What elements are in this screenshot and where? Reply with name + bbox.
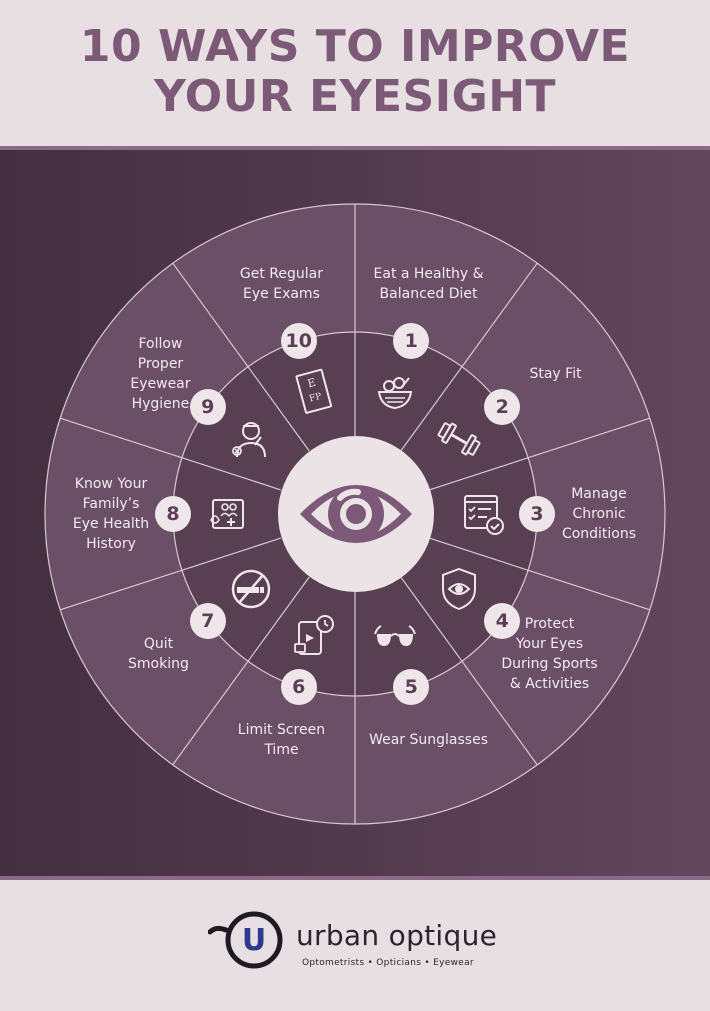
segment-divider <box>400 262 538 452</box>
title-line-2: YOUR EYESIGHT <box>153 71 557 122</box>
center-eye-badge <box>278 436 434 592</box>
tip-label-5: Wear Sunglasses <box>369 732 488 749</box>
brand-name: urban optique <box>296 919 498 952</box>
no-smoking-icon <box>227 565 275 613</box>
tip-label-2: Stay Fit <box>529 366 582 383</box>
eye-icon <box>300 485 412 543</box>
salad-bowl-icon <box>371 368 419 416</box>
divider-top <box>0 146 710 150</box>
tip-number-5: 5 <box>393 669 430 706</box>
tip-number-7: 7 <box>189 602 226 639</box>
segment-divider <box>59 417 282 491</box>
tip-number-1: 1 <box>393 322 430 359</box>
segment-divider <box>400 576 538 766</box>
checklist-icon <box>459 490 507 538</box>
screen-time-icon <box>291 612 339 660</box>
cleaning-person-icon <box>227 415 275 463</box>
sunglasses-icon <box>371 612 419 660</box>
header: 10 WAYS TO IMPROVE YOUR EYESIGHT <box>0 0 710 148</box>
dumbbell-icon <box>435 415 483 463</box>
tip-number-6: 6 <box>280 669 317 706</box>
tip-number-8: 8 <box>155 496 191 532</box>
segment-divider <box>59 537 282 611</box>
segment-divider <box>172 262 310 452</box>
tip-number-10: 10 <box>280 322 317 359</box>
divider-bottom <box>0 876 710 880</box>
tip-number-3: 3 <box>519 496 555 532</box>
title-line-1: 10 WAYS TO IMPROVE <box>79 21 631 72</box>
segment-divider <box>428 537 651 611</box>
tip-number-2: 2 <box>484 389 521 426</box>
tip-number-4: 4 <box>484 602 521 639</box>
logo-letter: U <box>242 923 266 958</box>
segment-divider <box>428 417 651 491</box>
family-history-icon <box>203 490 251 538</box>
page-title: 10 WAYS TO IMPROVE YOUR EYESIGHT <box>0 22 710 122</box>
tip-number-9: 9 <box>189 389 226 426</box>
tip-label-1: Eat a Healthy &Balanced Diet <box>373 265 484 302</box>
segment-divider <box>172 576 310 766</box>
shield-eye-icon <box>435 565 483 613</box>
svg-text:E: E <box>306 376 317 391</box>
urban-optique-logo-icon: U <box>208 911 283 969</box>
footer <box>0 880 710 1011</box>
brand-tagline: Optometrists • Opticians • Eyewear <box>302 958 474 968</box>
svg-text:FP: FP <box>309 392 323 405</box>
